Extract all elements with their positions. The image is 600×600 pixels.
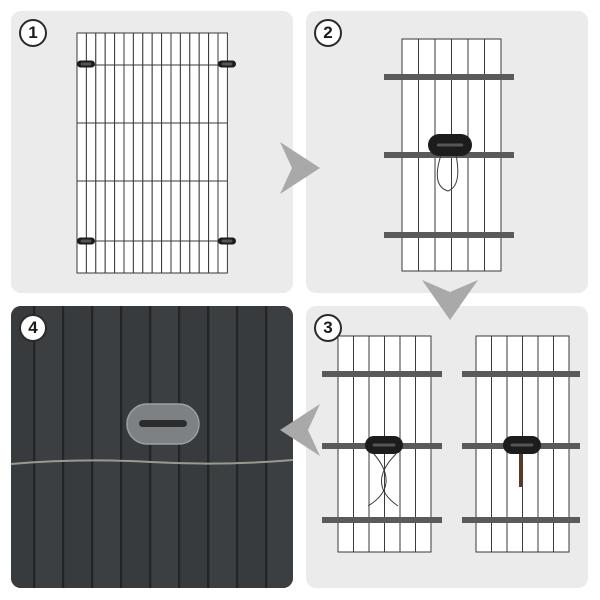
clip-icon-slot xyxy=(510,443,534,447)
screen-slat xyxy=(152,306,178,588)
p2-wire-loop xyxy=(436,154,459,192)
screen-slat xyxy=(123,306,149,588)
step-2-panel: 2 xyxy=(306,11,588,293)
p1-slat xyxy=(132,32,144,274)
screen-slat xyxy=(65,306,91,588)
p1-slat xyxy=(104,32,116,274)
p1-slat xyxy=(151,32,163,274)
arrow-left-icon xyxy=(280,404,320,456)
p1-slat xyxy=(217,32,228,274)
step-1-badge: 1 xyxy=(19,19,47,47)
p3-right-bar xyxy=(462,517,580,523)
clip-slot xyxy=(139,420,187,427)
step-4-panel: 4 xyxy=(11,306,293,588)
screen-slat xyxy=(36,306,62,588)
wire-tie xyxy=(381,453,399,507)
screen-slat xyxy=(239,306,265,588)
step-1-illustration xyxy=(76,32,236,274)
tie-wire xyxy=(11,459,293,465)
p2-bar xyxy=(384,74,514,80)
step-2-illustration xyxy=(384,38,514,272)
p1-slat xyxy=(85,32,97,274)
p1-slat xyxy=(95,32,106,274)
step-4-badge: 4 xyxy=(19,314,47,342)
clip-icon-slot xyxy=(221,62,233,66)
screw-icon xyxy=(519,451,523,487)
p1-slat xyxy=(161,32,172,274)
p3-left-bar xyxy=(322,371,442,377)
screen-slat xyxy=(210,306,236,588)
p3-left-bar xyxy=(322,517,442,523)
step-3-illustration xyxy=(322,335,580,553)
p1-slat xyxy=(142,32,153,274)
screen-slat xyxy=(181,306,207,588)
screen-slat xyxy=(94,306,120,588)
p1-slat xyxy=(114,32,125,274)
step-3-panel: 3 xyxy=(306,306,588,588)
p1-slat xyxy=(198,32,210,274)
clip-icon-slot xyxy=(221,239,233,243)
clip-icon-slot xyxy=(80,239,92,243)
step-4-illustration xyxy=(11,306,293,588)
step-1-panel: 1 xyxy=(11,11,293,293)
screen-slat xyxy=(268,306,293,588)
step-2-badge: 2 xyxy=(314,19,342,47)
p1-slat xyxy=(123,32,134,274)
p1-slat xyxy=(208,32,219,274)
p1-slat xyxy=(170,32,181,274)
p1-slat xyxy=(76,32,87,274)
clip-icon-slot xyxy=(436,143,464,147)
clip-icon-slot xyxy=(372,443,396,447)
p3-right-bar xyxy=(462,371,580,377)
step-3-badge: 3 xyxy=(314,314,342,342)
arrow-right-icon xyxy=(280,142,320,194)
p1-slat xyxy=(189,32,200,274)
p2-bar xyxy=(384,232,514,238)
wire-tie xyxy=(367,453,387,507)
p1-slat xyxy=(179,32,191,274)
screen-slat xyxy=(11,306,33,588)
clip-icon-slot xyxy=(80,62,92,66)
arrow-down-icon xyxy=(422,280,478,320)
